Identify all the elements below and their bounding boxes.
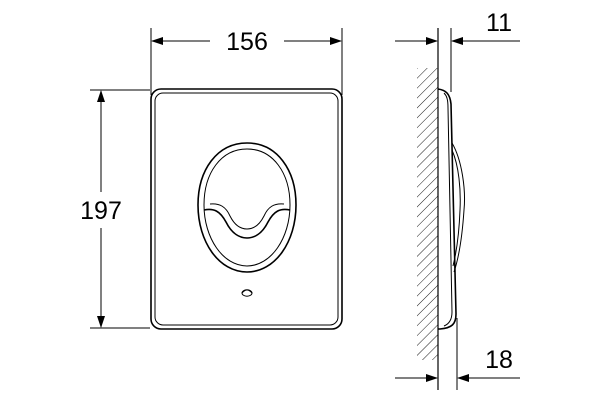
front-view: 156 197 [80, 28, 343, 330]
height-label: 197 [80, 197, 122, 225]
width-dimension: 156 [150, 28, 343, 95]
flush-button-outer [197, 142, 297, 273]
plate-inner-outline [154, 92, 339, 326]
wall-hatch [417, 68, 438, 360]
bottom-depth-label: 18 [485, 346, 513, 374]
flush-button-split-curve [203, 208, 291, 239]
plate-profile-inner [443, 92, 453, 327]
flush-button-inner [203, 148, 291, 267]
plate-profile [437, 88, 465, 330]
top-depth-label: 11 [486, 9, 512, 37]
button-profile [451, 142, 465, 273]
button-profile-inner [451, 149, 461, 267]
brand-logo [241, 289, 253, 297]
width-label: 156 [226, 28, 268, 56]
plate-outer-outline [150, 88, 343, 330]
flush-button-split-inner [209, 203, 285, 230]
plate-profile-outline [437, 88, 457, 330]
side-view: 11 18 [395, 9, 520, 390]
top-depth-dimension: 11 [395, 9, 520, 92]
flush-button [197, 142, 297, 273]
bottom-depth-dimension: 18 [395, 318, 520, 390]
height-dimension: 197 [80, 89, 150, 329]
